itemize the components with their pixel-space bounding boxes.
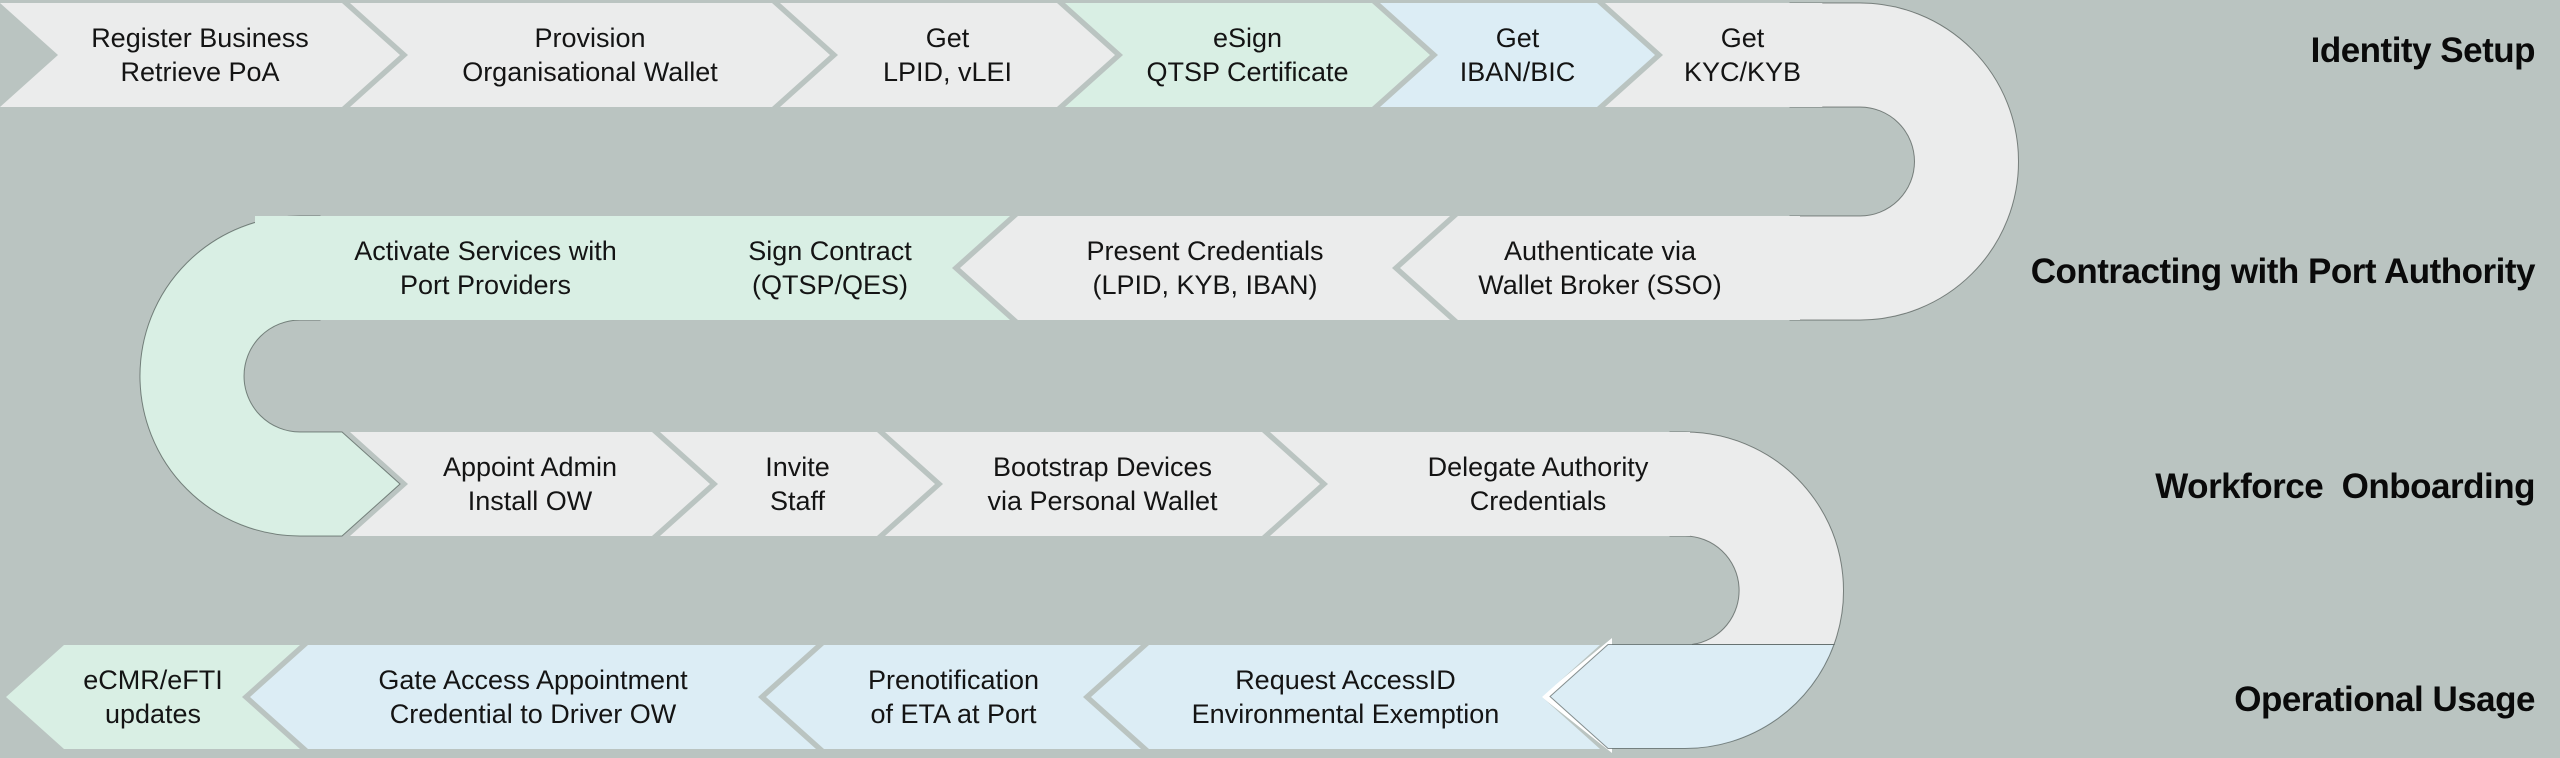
step-delegate-authority: Delegate Authority Credentials: [1270, 432, 1690, 536]
step-label-line: Invite: [765, 452, 830, 482]
step-label-line: Wallet Broker (SSO): [1478, 270, 1722, 300]
step-label-line: updates: [104, 699, 202, 729]
step-label-line: (LPID, KYB, IBAN): [1092, 270, 1318, 300]
stage-label-workforce-onboarding: Workforce Onboarding: [2155, 467, 2535, 506]
step-prenotification-eta: Prenotification of ETA at Port: [766, 645, 1141, 749]
step-get-iban-bic: Get IBAN/BIC: [1380, 3, 1655, 107]
step-label-line: Appoint Admin: [442, 452, 618, 482]
step-label-line: eSign: [1212, 23, 1283, 53]
step-appoint-admin: Appoint Admin Install OW: [350, 432, 710, 536]
step-label-line: Credential to Driver OW: [389, 699, 677, 729]
step-label-line: Provision: [534, 23, 646, 53]
step-label-line: Organisational Wallet: [462, 57, 718, 87]
step-label-line: (QTSP/QES): [751, 270, 908, 300]
step-label-line: Authenticate via: [1503, 236, 1697, 266]
step-label-line: Get: [925, 23, 970, 53]
stage-label-contracting: Contracting with Port Authority: [2030, 252, 2536, 291]
step-label-line: Get: [1720, 23, 1765, 53]
step-label-line: Gate Access Appointment: [378, 665, 688, 695]
step-label-line: Credentials: [1469, 486, 1607, 516]
step-activate-services: Activate Services with Port Providers: [255, 216, 716, 320]
step-label-line: via Personal Wallet: [987, 486, 1218, 516]
step-bootstrap-devices: Bootstrap Devices via Personal Wallet: [885, 432, 1320, 536]
step-label-line: Request AccessID: [1235, 665, 1456, 695]
step-label-line: Register Business: [91, 23, 309, 53]
step-label-line: Prenotification: [867, 665, 1040, 695]
step-label-line: Delegate Authority: [1427, 452, 1649, 482]
step-label-line: Retrieve PoA: [120, 57, 280, 87]
step-label-line: Get: [1495, 23, 1540, 53]
step-label-line: QTSP Certificate: [1146, 57, 1349, 87]
step-request-accessid: Request AccessID Environmental Exemption: [1091, 645, 1600, 749]
step-provision-wallet: Provision Organisational Wallet: [350, 3, 830, 107]
step-label-line: Staff: [769, 486, 826, 516]
stage-label-identity-setup: Identity Setup: [2310, 31, 2536, 70]
step-label-line: IBAN/BIC: [1459, 57, 1576, 87]
step-label-line: KYC/KYB: [1683, 57, 1802, 87]
step-label-line: Bootstrap Devices: [992, 452, 1213, 482]
step-gate-access-credential: Gate Access Appointment Credential to Dr…: [250, 645, 816, 749]
step-label-line: Environmental Exemption: [1191, 699, 1500, 729]
step-register-business: Register Business Retrieve PoA: [0, 3, 400, 107]
step-sign-contract: Sign Contract (QTSP/QES): [650, 216, 1010, 320]
step-label-line: of ETA at Port: [870, 699, 1037, 729]
uturn-contracting-to-workforce: [139, 215, 401, 537]
step-present-credentials: Present Credentials (LPID, KYB, IBAN): [960, 216, 1450, 320]
step-label-line: eCMR/eFTI: [83, 665, 223, 695]
step-esign-qtsp-certificate: eSign QTSP Certificate: [1065, 3, 1430, 107]
step-label-line: Install OW: [467, 486, 593, 516]
step-label-line: Port Providers: [399, 270, 572, 300]
step-label-line: Sign Contract: [748, 236, 912, 266]
uturn-workforce-to-operational-bottom: [1549, 644, 1835, 750]
step-authenticate-wallet-broker: Authenticate via Wallet Broker (SSO): [1400, 216, 1800, 320]
step-label-line: Activate Services with: [354, 236, 617, 266]
uturn-workforce-to-operational-top: [1669, 431, 1844, 645]
stage-label-operational-usage: Operational Usage: [2234, 680, 2535, 719]
step-label-line: LPID, vLEI: [882, 57, 1013, 87]
step-label-line: Present Credentials: [1086, 236, 1324, 266]
